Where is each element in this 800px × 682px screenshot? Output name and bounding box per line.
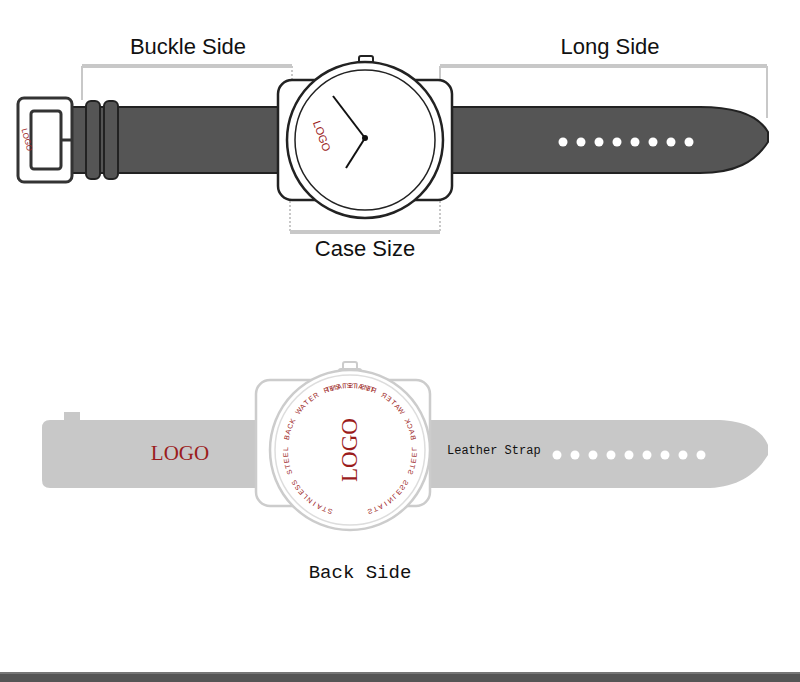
- long-strap: [430, 107, 768, 173]
- view-title: Back Side: [309, 563, 412, 584]
- logo-mark: LOGO: [337, 418, 362, 482]
- bottom-bar: [0, 672, 800, 682]
- logo-mark: LOGO: [311, 119, 333, 153]
- strap-keepers: [86, 101, 118, 179]
- ring-letter: L: [410, 446, 418, 452]
- dimension-label: Long Side: [560, 35, 659, 59]
- dimension-label: Buckle Side: [130, 35, 246, 59]
- ring-letter: L: [282, 446, 290, 452]
- buckle-strap: [66, 107, 302, 173]
- watch-case: [278, 56, 452, 218]
- logo-mark: LOGO: [151, 442, 209, 465]
- long-strap-back: [410, 420, 768, 488]
- ring-letter: T: [342, 382, 349, 390]
- ring-letter: S: [348, 382, 354, 390]
- ring-letter: I: [353, 382, 360, 391]
- buckle: [18, 98, 72, 182]
- strap-holes-back: [553, 451, 706, 460]
- logo-mark: LOGO: [19, 128, 33, 153]
- part-label: Leather Strap: [447, 445, 541, 458]
- ring-letter: E: [410, 452, 418, 459]
- ring-letter: E: [282, 457, 291, 464]
- strap-holes: [559, 138, 694, 147]
- ring-letter: E: [409, 457, 418, 464]
- case-back: [256, 362, 430, 530]
- bottom-bar-edge: [0, 673, 800, 674]
- dimension-label: Case Size: [315, 237, 415, 261]
- ring-letter: E: [282, 452, 290, 459]
